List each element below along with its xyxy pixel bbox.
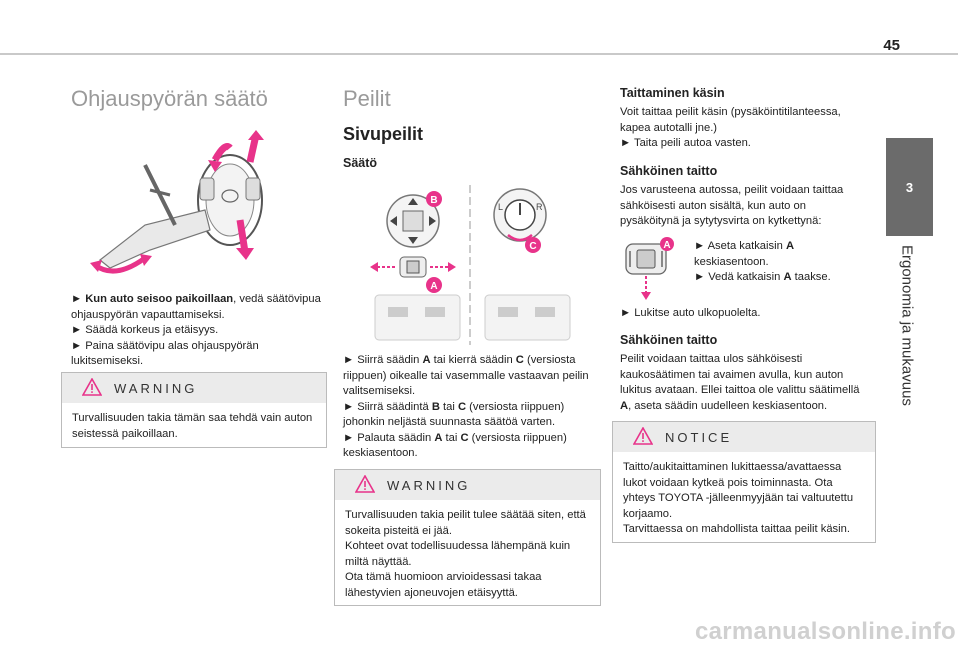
warning-title: WARNING	[387, 478, 471, 493]
step-item: ► Säädä korkeus ja etäisyys.	[71, 324, 219, 336]
arrow-icon: ►	[71, 324, 83, 336]
warning-text: Turvallisuuden takia tämän saa tehdä vai…	[72, 412, 313, 440]
arrow-icon: ►	[71, 339, 83, 352]
step-item: ► Aseta katkaisin A keskiasentoon.	[694, 240, 795, 268]
notice-triangle-icon	[633, 427, 653, 445]
fold-switch-illustration: A	[625, 237, 674, 300]
mirror-steps: ► Siirrä säädin A tai kierrä säädin C (v…	[343, 353, 601, 462]
svg-text:R: R	[536, 202, 543, 212]
arrow-icon: ►	[71, 293, 83, 305]
watermark: carmanualsonline.info	[694, 618, 956, 645]
step-item: ► Siirrä säädin A tai kierrä säädin C (v…	[343, 354, 589, 397]
label-a: A	[663, 240, 670, 251]
step-item: ► Siirrä säädintä B tai C (versiosta rii…	[343, 400, 565, 429]
step-item: ► Kun auto seisoo paikoillaan, vedä säät…	[71, 293, 321, 321]
arrow-icon: ►	[343, 354, 355, 366]
step-item: ► Paina säätövipu alas ohjauspyörän luki…	[71, 339, 259, 368]
warning-title: WARNING	[114, 381, 198, 396]
electric-fold-text: Jos varusteena autossa, peilit voidaan t…	[620, 184, 844, 227]
label-a: A	[430, 281, 437, 292]
electric-fold2-title: Sähköinen taitto	[620, 333, 718, 347]
warning-triangle-icon	[355, 475, 375, 493]
lock-step: ► Lukitse auto ulkopuolelta.	[620, 306, 870, 322]
manual-fold-title: Taittaminen käsin	[620, 86, 725, 100]
arrow-icon: ►	[343, 431, 355, 444]
arrow-icon: ►	[620, 307, 632, 319]
header-rule	[0, 53, 958, 55]
adjust-section-title: Säätö	[343, 156, 378, 170]
step-item: ► Taita peili autoa vasten.	[620, 137, 751, 149]
notice-line: Tarvittaessa on mahdollista taittaa peil…	[623, 523, 850, 535]
label-b: B	[430, 195, 437, 206]
electric-fold-title: Sähköinen taitto	[620, 164, 718, 178]
chapter-tab[interactable]: 3	[886, 138, 933, 236]
arrow-icon: ►	[620, 137, 632, 149]
arrow-icon: ►	[694, 240, 706, 252]
manual-fold-text: Voit taittaa peilit käsin (pysäköintitil…	[620, 105, 870, 152]
notice-box: NOTICE Taitto/aukitaittaminen lukittaess…	[612, 421, 876, 543]
electric-fold2-text: Peilit voidaan taittaa ulos sähköisesti …	[620, 353, 860, 412]
steering-wheel-illustration	[90, 130, 264, 274]
warning-triangle-icon	[82, 378, 102, 396]
mirror-controls-illustration: B A L R C	[370, 185, 571, 345]
notice-line: Taitto/aukitaittaminen lukittaessa/avatt…	[623, 461, 854, 520]
mirrors-title: Peilit	[343, 86, 391, 111]
warning-line: Turvallisuuden takia peilit tulee säätää…	[345, 509, 586, 537]
arrow-icon: ►	[694, 271, 706, 283]
warning-line: Ota tämä huomioon arvioidessasi takaa lä…	[345, 571, 542, 599]
electric-fold-steps: ► Aseta katkaisin A keskiasentoon. ► Ved…	[694, 239, 864, 286]
svg-text:L: L	[498, 202, 503, 212]
mirror-warning-box: WARNING Turvallisuuden takia peilit tule…	[334, 469, 601, 606]
chapter-title: Ergonomia ja mukavuus	[898, 244, 916, 406]
step-item: ► Lukitse auto ulkopuolelta.	[620, 307, 761, 319]
steering-title: Ohjauspyörän säätö	[71, 86, 268, 111]
arrow-icon: ►	[343, 400, 355, 413]
step-item: ► Vedä katkaisin A taakse.	[694, 271, 831, 283]
page-number: 45	[883, 37, 900, 54]
step-item: ► Palauta säädin A tai C (versiosta riip…	[343, 431, 567, 460]
side-mirrors-subtitle: Sivupeilit	[343, 124, 424, 144]
warning-line: Kohteet ovat todellisuudessa lähempänä k…	[345, 540, 571, 568]
label-c: C	[529, 241, 536, 252]
steering-steps: ► Kun auto seisoo paikoillaan, vedä säät…	[71, 292, 321, 370]
steering-warning-box: WARNING Turvallisuuden takia tämän saa t…	[61, 372, 327, 448]
notice-title: NOTICE	[665, 430, 733, 445]
